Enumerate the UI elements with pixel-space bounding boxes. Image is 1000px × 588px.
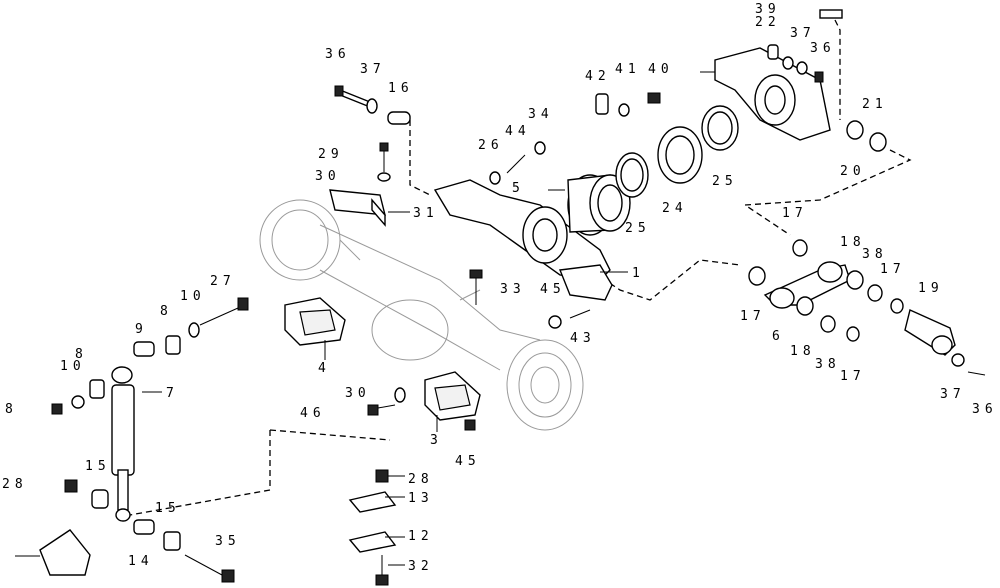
label-13: 13 <box>408 491 434 506</box>
label-36: 36 <box>325 47 351 62</box>
label-19: 19 <box>918 281 944 296</box>
label-21: 21 <box>862 97 888 112</box>
label-28b: 28 <box>408 472 434 487</box>
label-37c: 37 <box>940 387 966 402</box>
label-6: 6 <box>772 329 785 344</box>
label-30: 30 <box>315 169 341 184</box>
label-46: 46 <box>300 406 326 421</box>
bracket-1 <box>559 264 613 301</box>
label-22: 22 <box>755 15 781 30</box>
shock-absorber-7 <box>111 366 135 522</box>
label-37: 37 <box>360 62 386 77</box>
label-18a: 18 <box>840 235 866 250</box>
bracket-31 <box>329 189 386 227</box>
label-1: 1 <box>632 266 645 281</box>
label-8a: 8 <box>160 304 173 319</box>
label-35: 35 <box>215 534 241 549</box>
label-12: 12 <box>408 529 434 544</box>
label-24a: 24 <box>662 201 688 216</box>
label-18b: 18 <box>790 344 816 359</box>
axle-housing <box>259 199 584 431</box>
label-4: 4 <box>318 361 331 376</box>
label-14: 14 <box>128 554 154 569</box>
label-17d: 17 <box>840 369 866 384</box>
fasteners <box>51 9 986 586</box>
label-42: 42 <box>585 69 611 84</box>
part-labels: 36 37 16 29 30 31 42 41 40 34 44 26 5 25… <box>2 2 998 574</box>
label-9: 9 <box>135 322 148 337</box>
label-26: 26 <box>478 138 504 153</box>
label-10b: 10 <box>60 359 86 374</box>
label-36c: 36 <box>972 402 998 417</box>
arm-5 <box>433 179 611 281</box>
label-15b: 15 <box>155 501 181 516</box>
label-41: 41 <box>615 62 641 77</box>
label-27: 27 <box>210 274 236 289</box>
label-38b: 38 <box>815 357 841 372</box>
label-45a: 45 <box>540 282 566 297</box>
label-25a: 25 <box>625 221 651 236</box>
label-31: 31 <box>413 206 439 221</box>
label-45b: 45 <box>455 454 481 469</box>
bracket-lower-left <box>39 529 91 576</box>
label-38a: 38 <box>862 247 888 262</box>
rings-24-25 <box>615 105 739 198</box>
label-5: 5 <box>512 181 525 196</box>
label-17c: 17 <box>740 309 766 324</box>
label-15a: 15 <box>85 459 111 474</box>
label-7: 7 <box>166 386 179 401</box>
label-3: 3 <box>430 433 443 448</box>
label-43: 43 <box>570 331 596 346</box>
bearing-housing-5 <box>567 174 631 236</box>
label-20: 20 <box>840 164 866 179</box>
label-8c: 8 <box>5 402 18 417</box>
label-10a: 10 <box>180 289 206 304</box>
pin-19 <box>904 309 956 356</box>
label-30b: 30 <box>345 386 371 401</box>
label-34: 34 <box>528 107 554 122</box>
dashed-leaders <box>129 19 912 516</box>
bracket-3 <box>424 371 481 421</box>
label-leaders <box>15 71 715 566</box>
label-32: 32 <box>408 559 434 574</box>
label-37b: 37 <box>790 26 816 41</box>
label-17b: 17 <box>880 262 906 277</box>
label-39: 39 <box>755 2 781 17</box>
label-25b: 25 <box>712 174 738 189</box>
label-36b: 36 <box>810 41 836 56</box>
label-29: 29 <box>318 147 344 162</box>
label-40: 40 <box>648 62 674 77</box>
label-33: 33 <box>500 282 526 297</box>
label-17a: 17 <box>782 206 808 221</box>
plate-12 <box>348 531 397 553</box>
label-44: 44 <box>505 124 531 139</box>
bracket-4 <box>284 297 346 346</box>
label-16: 16 <box>388 81 414 96</box>
label-8b: 8 <box>75 347 88 362</box>
label-28a: 28 <box>2 477 28 492</box>
plate-13 <box>348 491 397 513</box>
